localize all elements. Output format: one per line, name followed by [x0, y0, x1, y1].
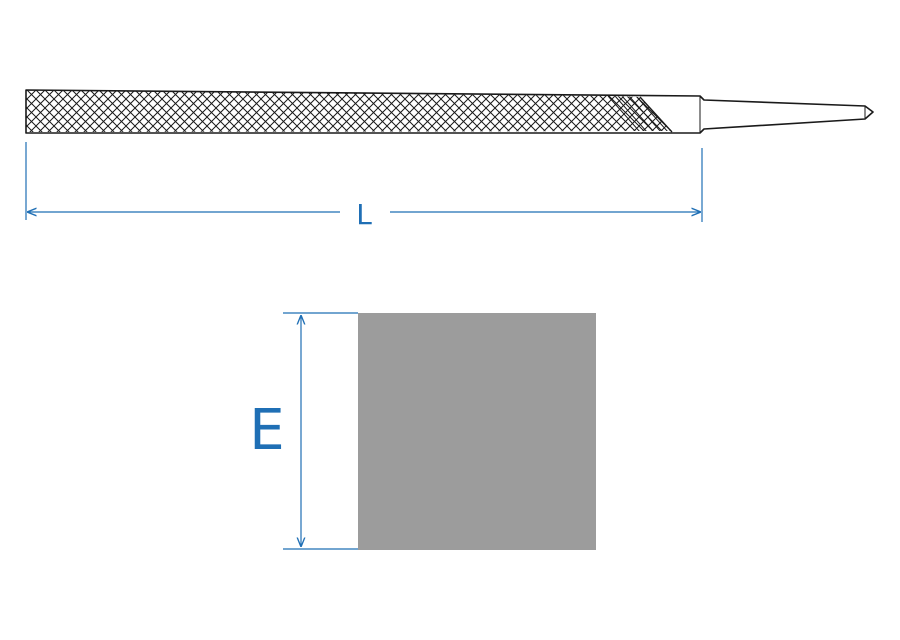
- cross-section-square: [358, 313, 596, 550]
- length-dimension: L: [25, 142, 703, 231]
- cut-end-line: [639, 96, 673, 133]
- height-label: E: [249, 398, 284, 463]
- file-body-outline: [25, 89, 874, 134]
- transition-hatch: [607, 95, 669, 132]
- knurled-cutting-surface: [26, 90, 672, 132]
- length-label: L: [356, 198, 372, 231]
- height-dimension: E: [249, 312, 358, 550]
- file-side-view: [25, 89, 874, 134]
